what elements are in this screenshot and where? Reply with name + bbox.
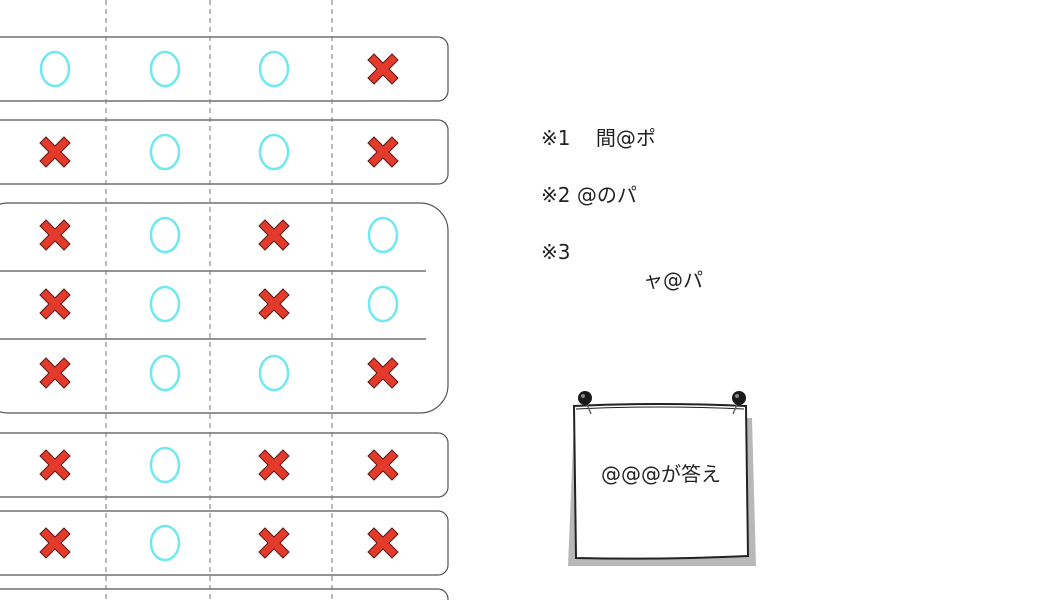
circle-mark-icon — [149, 446, 181, 484]
cross-mark-icon — [39, 357, 71, 389]
note-3: ※3 — [541, 240, 571, 264]
row-group — [0, 510, 449, 576]
circle-mark-icon — [258, 133, 290, 171]
cross-mark-icon — [39, 527, 71, 559]
cross-mark-icon — [367, 53, 399, 85]
circle-mark-icon — [149, 524, 181, 562]
cross-mark-icon — [39, 288, 71, 320]
cross-mark-icon — [367, 527, 399, 559]
circle-mark-icon — [149, 285, 181, 323]
cross-mark-icon — [258, 527, 290, 559]
cross-mark-icon — [39, 449, 71, 481]
circle-mark-icon — [258, 50, 290, 88]
pushpin-icon — [732, 391, 746, 415]
cross-mark-icon — [367, 357, 399, 389]
circle-mark-icon — [39, 50, 71, 88]
pushpin-icon — [578, 391, 592, 415]
circle-mark-icon — [149, 133, 181, 171]
board-paper — [572, 403, 750, 560]
cross-mark-icon — [258, 449, 290, 481]
pinned-board — [568, 391, 756, 566]
note-3-text: ャ@パ — [643, 268, 703, 292]
circle-mark-icon — [149, 216, 181, 254]
cross-mark-icon — [39, 219, 71, 251]
row-group — [0, 588, 449, 600]
answer-grid — [0, 0, 449, 600]
cross-mark-icon — [367, 136, 399, 168]
cross-mark-icon — [258, 219, 290, 251]
cross-mark-icon — [258, 288, 290, 320]
cross-mark-icon — [39, 136, 71, 168]
board-label: @@@が答え — [601, 462, 721, 486]
circle-mark-icon — [367, 285, 399, 323]
circle-mark-icon — [149, 50, 181, 88]
row-group — [0, 119, 449, 185]
cross-mark-icon — [367, 449, 399, 481]
row-group — [0, 202, 449, 414]
note-2: ※2 @のパ — [541, 183, 637, 207]
board-paper-inner — [575, 406, 745, 410]
row-group — [0, 432, 449, 498]
circle-mark-icon — [149, 354, 181, 392]
row-group — [0, 36, 449, 102]
circle-mark-icon — [258, 354, 290, 392]
note-1: ※1 間@ポ — [541, 126, 656, 150]
circle-mark-icon — [367, 216, 399, 254]
